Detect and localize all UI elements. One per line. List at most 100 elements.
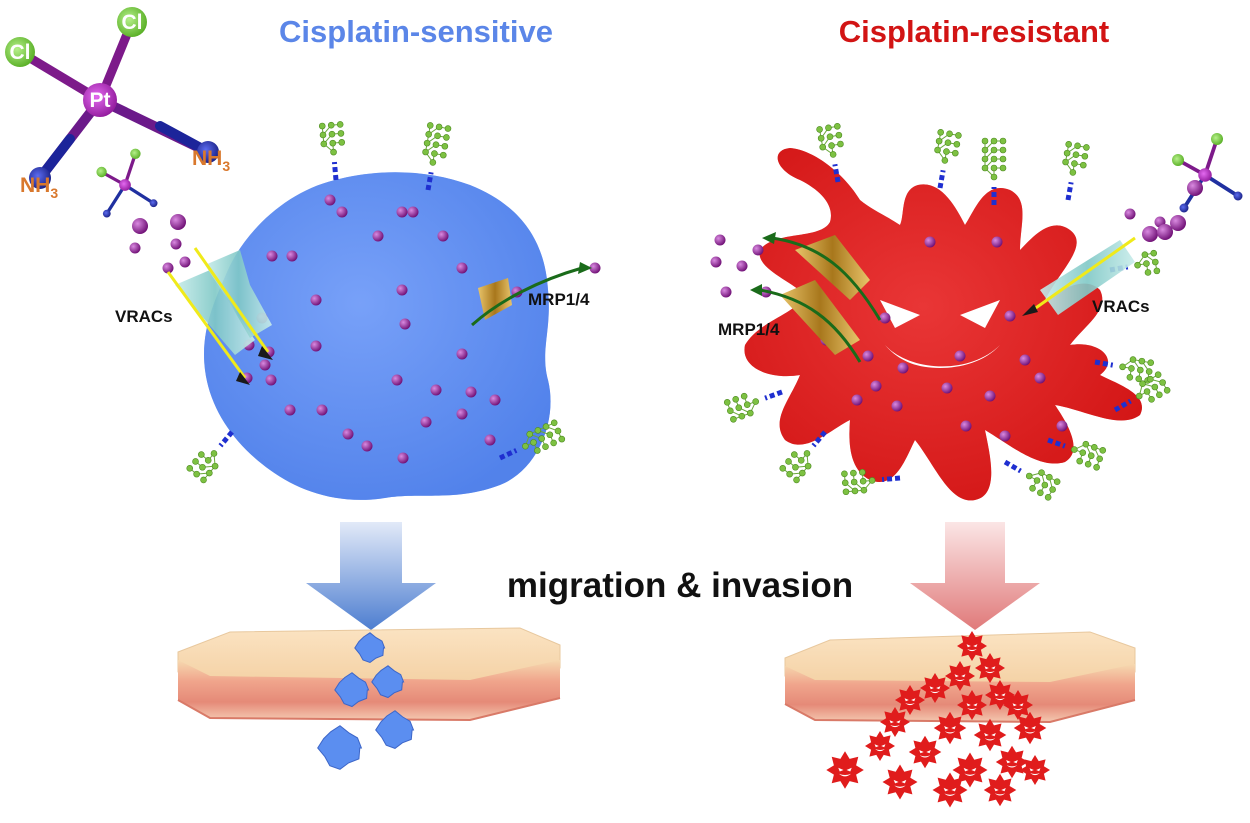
invading-resistant-cells: [826, 631, 1050, 808]
vrac-channel-body: [1040, 240, 1135, 315]
vrac-channel-left: [166, 247, 273, 385]
glycan-chain: [1003, 459, 1061, 501]
drug-particle: [941, 382, 953, 394]
mrp-channel-body: [478, 278, 512, 320]
glycan-chain: [1113, 371, 1171, 413]
nh-subscript: 3: [50, 185, 58, 201]
drug-particle: [361, 440, 373, 452]
glycan-chain: [1109, 249, 1161, 276]
drug-particle: [1056, 420, 1068, 432]
glycan-chain: [422, 122, 452, 191]
small-resistant-cell: [882, 764, 918, 800]
drug-particle: [336, 206, 348, 218]
chlorine-atom: [5, 37, 35, 67]
label-vracs-right: VRACs: [1092, 297, 1150, 316]
drug-particle: [714, 234, 726, 246]
small-resistant-cell: [957, 631, 987, 661]
drug-particle: [132, 218, 148, 234]
small-resistant-cell: [1020, 755, 1050, 785]
small-resistant-cell: [973, 718, 1007, 752]
small-resistant-cell: [1003, 690, 1033, 720]
drug-particle: [170, 214, 186, 230]
vrac-channel-body: [205, 250, 272, 338]
drug-particle: [862, 350, 874, 362]
drug-particle: [710, 256, 722, 268]
small-sensitive-cell: [354, 632, 386, 664]
small-resistant-cell: [983, 773, 1017, 807]
drug-particle: [397, 452, 409, 464]
drug-particle: [430, 384, 442, 396]
drug-particle: [960, 420, 972, 432]
glycan-chain: [1062, 140, 1090, 201]
drug-particle: [870, 380, 882, 392]
drug-particle: [1124, 208, 1136, 220]
glycan-chain: [841, 468, 901, 496]
small-resistant-cell: [908, 735, 942, 769]
cl-label: Cl: [10, 41, 31, 64]
small-sensitive-cell: [375, 710, 415, 749]
glycan-chain: [723, 389, 783, 423]
drug-particle: [437, 230, 449, 242]
arrow-down-red: [910, 522, 1040, 630]
glycan-chain: [498, 419, 566, 461]
nh3-label: NH3: [20, 174, 58, 201]
drug-particle: [420, 416, 432, 428]
invading-sensitive-cells: [317, 632, 415, 770]
drug-particle: [720, 286, 732, 298]
drug-particle: [259, 359, 271, 371]
nh3-label: NH3: [192, 147, 230, 174]
label-mrp-right: MRP1/4: [718, 320, 780, 339]
drug-particle: [1142, 226, 1158, 242]
cisplatin-molecule: Cl Cl Pt NH3 NH3: [5, 7, 230, 201]
small-sensitive-cell: [371, 665, 405, 699]
drug-particle: [179, 256, 191, 268]
small-resistant-cell: [895, 685, 925, 715]
grin: [885, 345, 1000, 368]
drug-particle: [396, 284, 408, 296]
drug-particle: [489, 394, 501, 406]
drug-particle: [589, 262, 601, 274]
drug-particle: [879, 312, 891, 324]
drug-particle: [851, 394, 863, 406]
drug-particle: [891, 400, 903, 412]
glycan-chain: [934, 128, 962, 189]
small-resistant-cell: [933, 711, 967, 745]
mrp-channel-left: [471, 262, 592, 327]
drug-particle: [1034, 372, 1046, 384]
title-sensitive: Cisplatin-sensitive: [279, 14, 553, 49]
glycan-chain: [1094, 356, 1155, 384]
cl-label: Cl: [122, 11, 143, 34]
drug-particle: [1157, 224, 1173, 240]
platinum-atom: [83, 83, 117, 117]
nh-subscript: 3: [222, 158, 230, 174]
glycan-chains: [186, 121, 1171, 501]
glycan-chain: [981, 137, 1007, 205]
left-eye: [880, 300, 920, 328]
mrp-channel-right: [750, 232, 882, 363]
small-resistant-cell: [865, 731, 895, 761]
drug-particle: [736, 260, 748, 272]
drug-particle: [924, 236, 936, 248]
drug-particle: [456, 262, 468, 274]
label-mrp-left: MRP1/4: [528, 290, 590, 309]
glycan-chain: [816, 122, 844, 183]
tissue-layers: [785, 664, 1135, 722]
small-resistant-cell: [957, 690, 987, 720]
vrac-channel-body: [175, 270, 255, 355]
drug-particle: [316, 404, 328, 416]
drug-particle: [286, 250, 298, 262]
label-vracs-left: VRACs: [115, 307, 173, 326]
drug-particle: [284, 404, 296, 416]
drug-particle: [752, 244, 764, 256]
drug-particle: [456, 408, 468, 420]
drug-particle: [999, 430, 1011, 442]
glycan-chain: [186, 430, 234, 484]
small-cisplatin-molecule: [96, 148, 158, 218]
drug-particle: [129, 242, 141, 254]
drug-particle: [310, 294, 322, 306]
drug-particle: [407, 206, 419, 218]
evil-face: [880, 300, 1000, 368]
drug-particle: [162, 262, 174, 274]
drug-particle: [396, 206, 408, 218]
